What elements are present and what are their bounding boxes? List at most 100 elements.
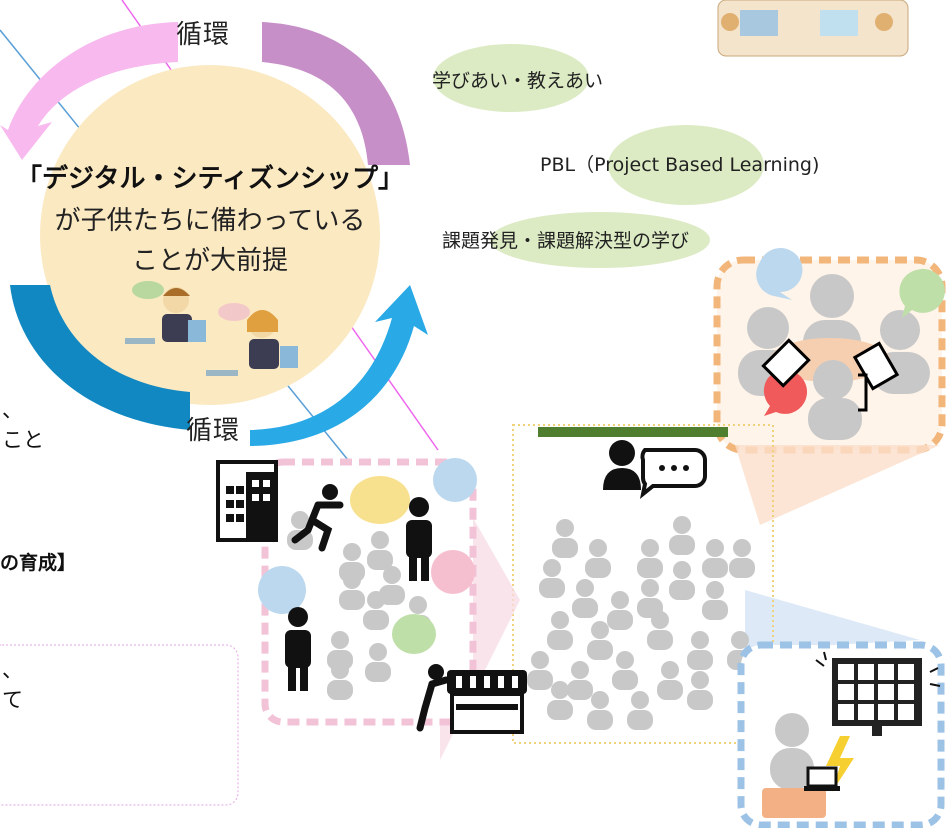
- video-tile: [838, 684, 854, 700]
- person-icon: [587, 710, 613, 730]
- speech-bubble-icon: [756, 248, 803, 300]
- person-icon: [607, 610, 633, 630]
- person-icon: [547, 700, 573, 720]
- speech-bubble-icon: [392, 614, 436, 654]
- student-illustration: [125, 281, 206, 344]
- center-line-2: が子供たちに備わっている: [54, 206, 366, 236]
- person-icon: [343, 543, 361, 561]
- person-icon: [612, 670, 638, 690]
- person-icon: [343, 571, 361, 589]
- funnel-blue: [745, 590, 920, 650]
- video-tile: [838, 664, 854, 680]
- person-icon: [733, 539, 751, 557]
- standing-person-icon: [285, 607, 311, 691]
- person-icon: [576, 579, 594, 597]
- person-icon: [331, 661, 349, 679]
- person-icon: [551, 681, 569, 699]
- person-icon: [687, 690, 713, 710]
- video-tile: [858, 664, 874, 680]
- label-bg: [433, 44, 589, 112]
- person-icon: [571, 661, 589, 679]
- person-icon: [383, 566, 401, 584]
- person-icon: [669, 535, 695, 555]
- person-icon: [691, 631, 709, 649]
- person-icon: [641, 539, 659, 557]
- label-pbl: PBL（Project Based Learning): [540, 150, 819, 177]
- label-manabiai: 学びあい・教えあい: [432, 70, 604, 92]
- person-icon: [631, 691, 649, 709]
- person-icon: [527, 670, 553, 690]
- person-icon: [589, 539, 607, 557]
- left-fragment: 、: [2, 398, 23, 422]
- speech-bubble-icon: [350, 476, 410, 524]
- person-icon: [706, 581, 724, 599]
- person-icon: [572, 598, 598, 618]
- tablet-icon: [852, 341, 900, 391]
- person-icon: [543, 559, 561, 577]
- running-person-icon: [291, 484, 344, 552]
- running-person-icon: [416, 664, 450, 732]
- person-icon: [647, 630, 673, 650]
- remote-student: [762, 713, 826, 818]
- person-icon: [587, 640, 613, 660]
- person-icon: [531, 651, 549, 669]
- left-note-box: [0, 644, 239, 806]
- arrow-darkblue-icon: [10, 285, 190, 430]
- arrow-purple-icon: [262, 22, 410, 165]
- left-fragment: こと: [2, 428, 44, 452]
- person-icon: [547, 630, 573, 650]
- arrow-lightblue-icon: [250, 285, 428, 446]
- person-icon: [552, 538, 578, 558]
- classroom-students: [527, 516, 755, 730]
- blackboard-bar: [538, 427, 728, 437]
- person-icon: [331, 631, 349, 649]
- student-illustration: [206, 303, 298, 376]
- video-tile: [858, 684, 874, 700]
- video-tile: [898, 704, 914, 720]
- person-icon: [611, 591, 629, 609]
- label-pbl-prefix: PBL（: [540, 154, 595, 176]
- person-icon: [657, 680, 683, 700]
- center-line-3: ことが大前提: [131, 246, 288, 276]
- person-icon: [687, 650, 713, 670]
- person-icon: [369, 643, 387, 661]
- left-fragment: て: [2, 688, 23, 712]
- video-tile: [858, 704, 874, 720]
- cycle-label-bottom: 循環: [186, 416, 241, 446]
- person-icon: [367, 591, 385, 609]
- cream-circle: [40, 65, 380, 405]
- video-tile: [878, 684, 894, 700]
- center-title: 「デジタル・シティズンシップ」: [16, 164, 404, 194]
- speech-bubble-icon: [431, 550, 475, 594]
- speech-bubble-icon: [899, 268, 945, 318]
- person-icon: [365, 662, 391, 682]
- label-bg: [490, 212, 710, 268]
- person-icon: [556, 519, 574, 537]
- label-bg: [608, 125, 764, 205]
- person-icon: [627, 710, 653, 730]
- lightning-icon: [826, 736, 854, 792]
- person-icon: [551, 611, 569, 629]
- speech-bubble-icon: [258, 566, 306, 614]
- person-icon: [585, 558, 611, 578]
- person-icon: [291, 511, 309, 529]
- person-icon: [591, 621, 609, 639]
- person-icon: [729, 558, 755, 578]
- person-icon: [616, 651, 634, 669]
- laptop-icon: [804, 766, 840, 791]
- video-tile: [878, 704, 894, 720]
- person-icon: [661, 661, 679, 679]
- label-pbl-english: Project Based Learning): [594, 154, 820, 176]
- person-icon: [641, 579, 659, 597]
- person-icon: [339, 590, 365, 610]
- person-icon: [651, 611, 669, 629]
- person-icon: [327, 680, 353, 700]
- teacher-speech-icon: [603, 440, 707, 499]
- person-icon: [367, 550, 393, 570]
- video-tile: [898, 664, 914, 680]
- person-icon: [539, 578, 565, 598]
- classroom-illustration: [717, 0, 909, 57]
- person-icon: [669, 580, 695, 600]
- person-icon: [371, 531, 389, 549]
